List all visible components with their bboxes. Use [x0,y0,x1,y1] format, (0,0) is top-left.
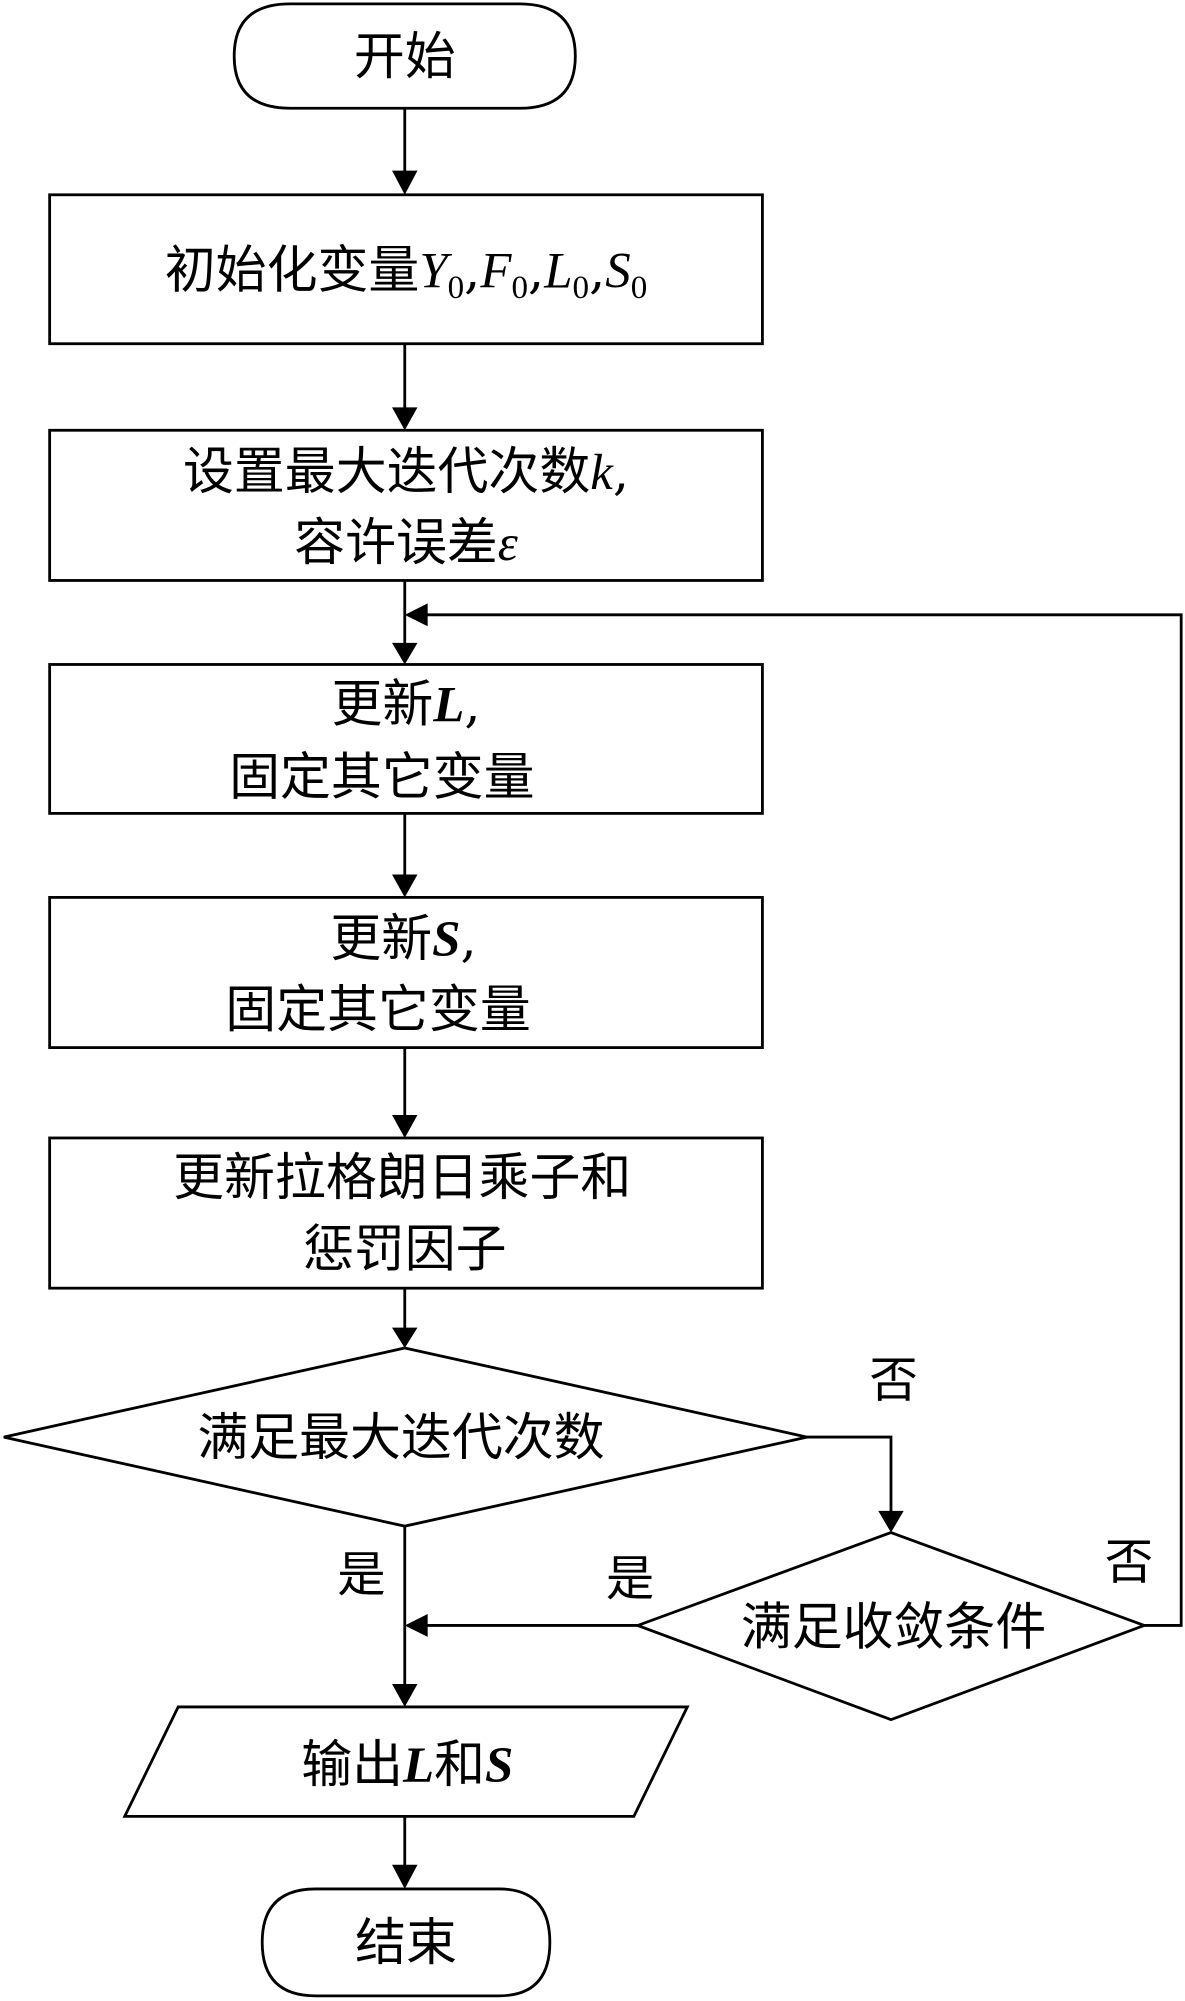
check-converge-label: 满足收敛条件 [741,1599,1046,1658]
end-node: 结束 [260,1887,552,1998]
update-l-node: 更新L, 固定其它变量 [48,663,764,815]
arrowhead [392,1684,418,1707]
arrowhead [392,642,418,665]
output-label: 输出L和S [301,1736,513,1795]
update-l-label-line2: 固定其它变量 [229,748,534,807]
init-label: 初始化变量Y0,F0,L0,S0 [165,242,647,306]
update-s-label-line2: 固定其它变量 [225,981,530,1040]
update-multiplier-label-line2: 惩罚因子 [303,1221,507,1280]
arrowhead [878,1510,904,1533]
arrowhead [392,170,418,195]
end-label: 结束 [355,1914,457,1973]
setup-label-line1: 设置最大迭代次数k, [183,443,629,502]
update-s-label-line1: 更新S, [330,910,476,969]
init-node: 初始化变量Y0,F0,L0,S0 [48,193,764,346]
output-node: 输出L和S [122,1705,690,1818]
arrowhead [404,603,428,627]
label-converge-no: 否 [1105,1534,1153,1590]
check-max-iter-node: 满足最大迭代次数 [3,1346,808,1528]
start-label: 开始 [354,28,456,87]
edge-converge-loop [420,613,1183,1627]
label-converge-yes: 是 [606,1551,654,1607]
update-s-node: 更新S, 固定其它变量 [48,896,764,1049]
setup-label-line2: 容许误差ε [294,514,519,573]
update-l-label-line1: 更新L, [331,676,480,735]
arrowhead [392,1115,418,1138]
start-node: 开始 [232,2,577,110]
arrowhead [404,1614,428,1637]
arrowhead [392,1864,418,1889]
arrowhead [392,874,418,898]
setup-node: 设置最大迭代次数k, 容许误差ε [48,428,764,582]
update-multiplier-node: 更新拉格朗日乘子和 惩罚因子 [48,1136,764,1290]
arrowhead [392,1327,418,1348]
arrowhead [392,407,418,431]
check-max-iter-label: 满足最大迭代次数 [197,1409,604,1468]
edge-maxiter-converge [806,1435,893,1518]
check-converge-node: 满足收敛条件 [633,1531,1149,1722]
label-max-iter-yes: 是 [337,1547,385,1603]
label-max-iter-no: 否 [869,1352,917,1408]
update-multiplier-label-line1: 更新拉格朗日乘子和 [173,1149,631,1208]
